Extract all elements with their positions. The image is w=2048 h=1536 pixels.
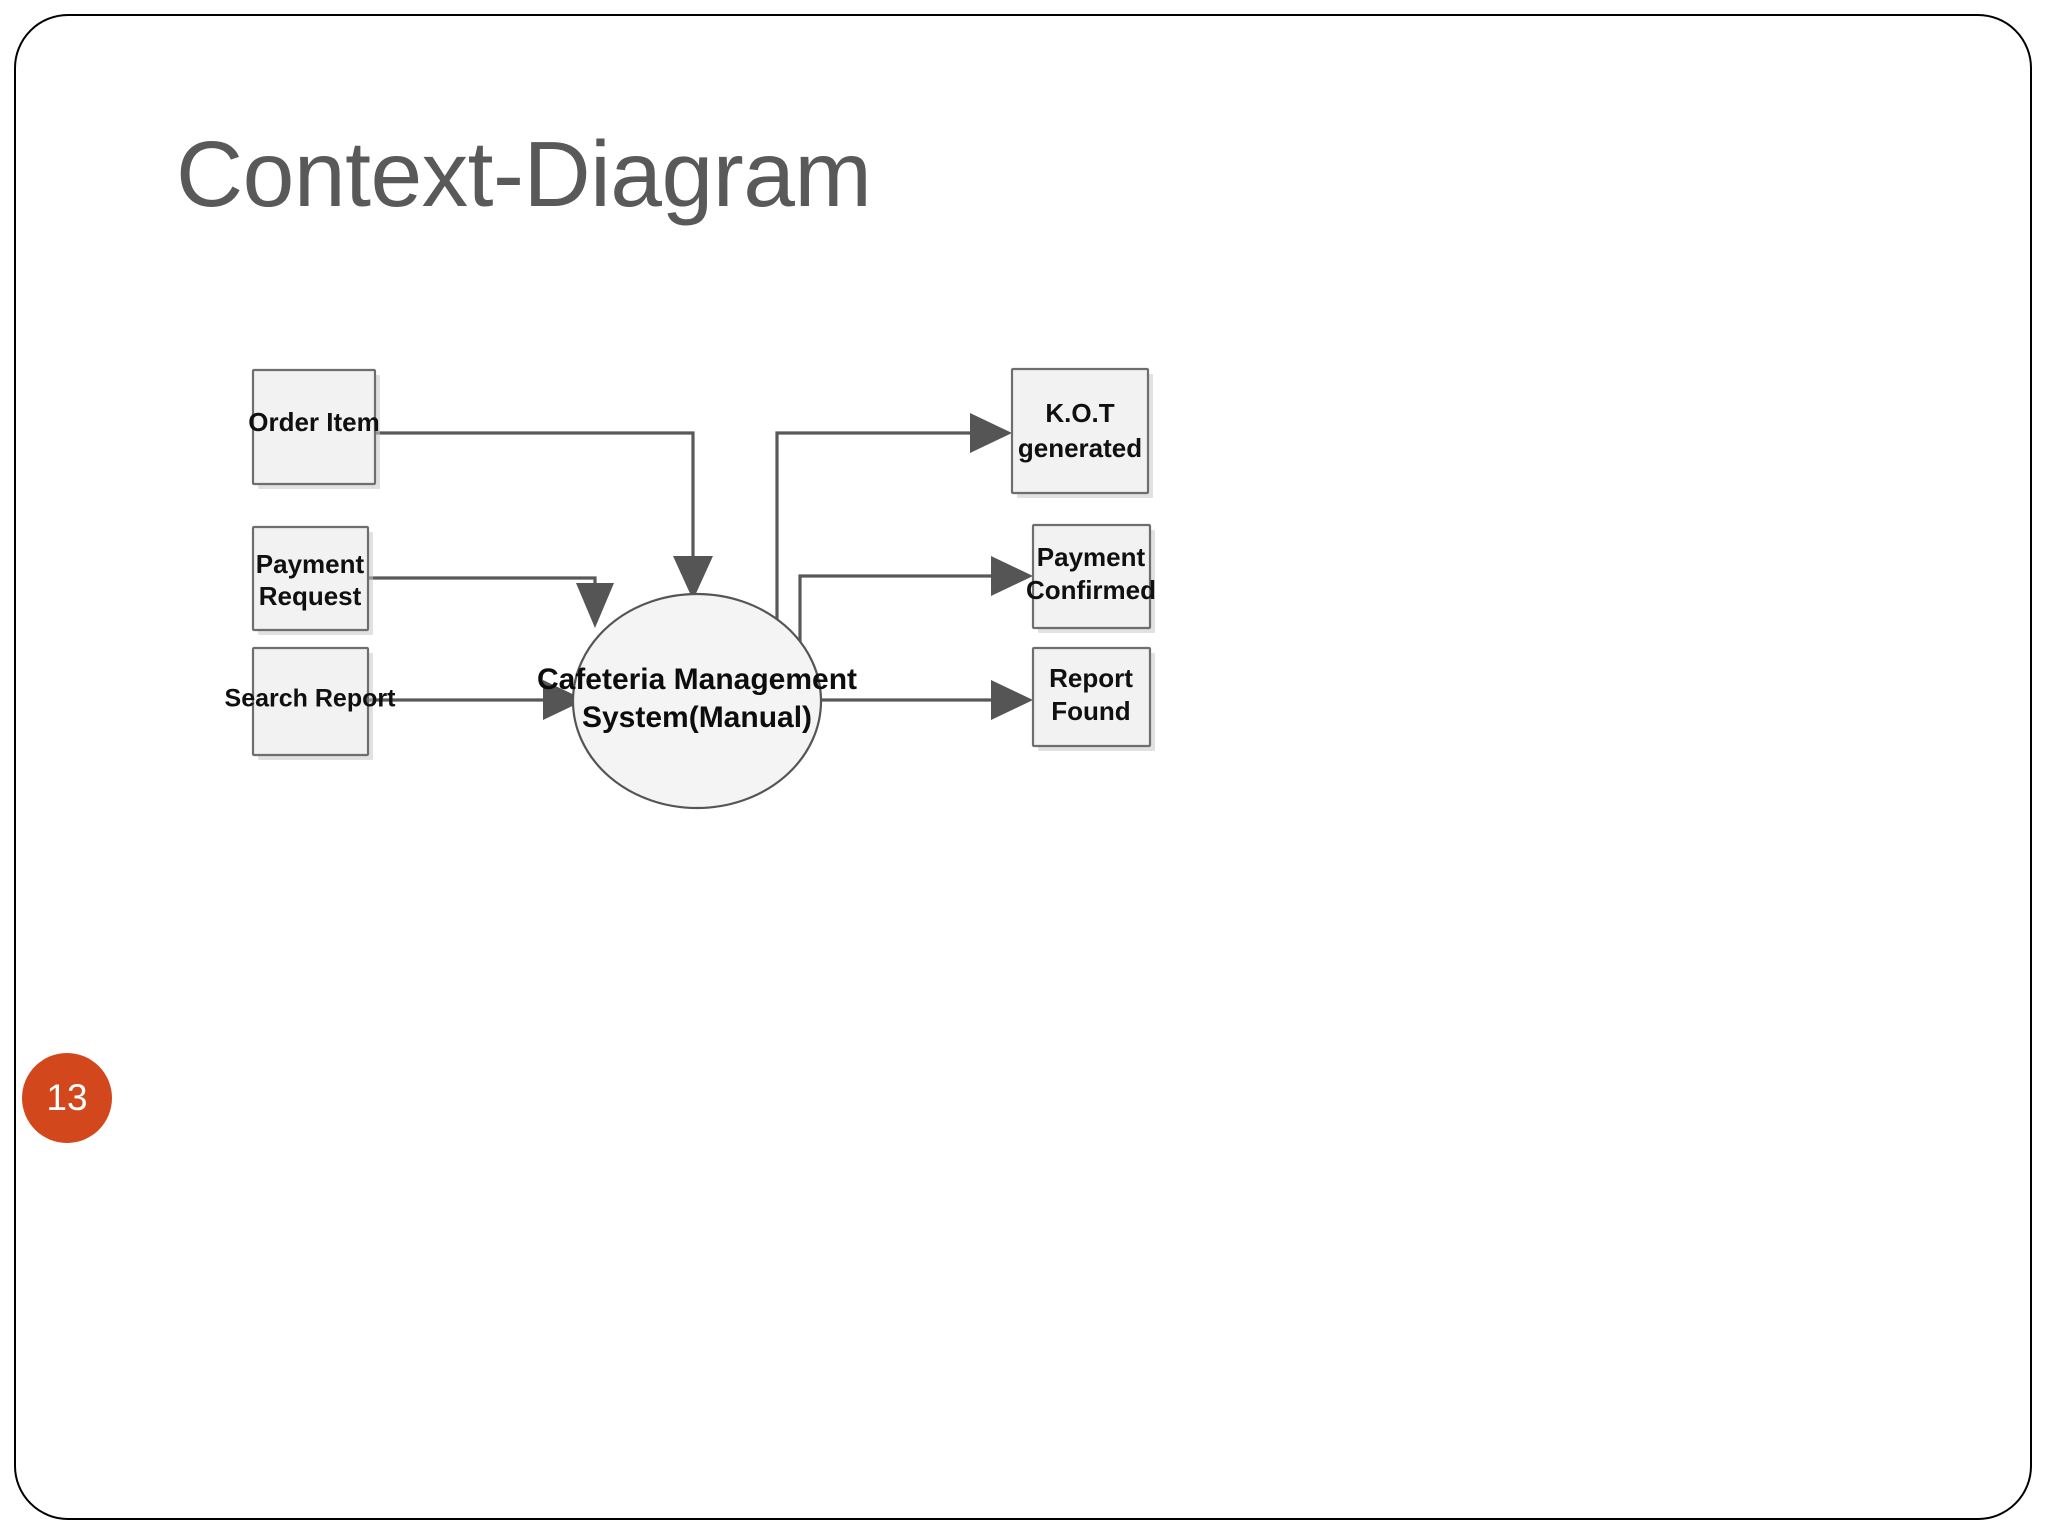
entity-search-report-label: Search Report xyxy=(225,685,397,713)
entity-report-found-label-line2: Found xyxy=(1051,696,1130,726)
page-number-badge: 13 xyxy=(22,1053,112,1143)
entity-payment-confirmed[interactable]: Payment Confirmed xyxy=(1026,523,1156,633)
arrowhead-order-item xyxy=(673,556,713,600)
entity-kot-generated[interactable]: K.O.T generated xyxy=(1010,367,1153,498)
entity-order-item[interactable]: Order Item xyxy=(248,368,380,489)
entity-kot-generated-label-line2: generated xyxy=(1018,433,1142,463)
entity-payment-request[interactable]: Payment Request xyxy=(251,525,373,635)
arrowhead-report-found xyxy=(991,680,1033,720)
arrowhead-payment-confirmed xyxy=(991,556,1033,596)
flow-process-to-kot xyxy=(775,431,972,690)
entity-search-report[interactable]: Search Report xyxy=(225,646,397,760)
entity-payment-request-label-line2: Request xyxy=(259,581,362,611)
flow-order-item-to-process xyxy=(375,431,695,560)
process-label-line1: Cafeteria Management xyxy=(537,663,857,696)
arrowhead-kot xyxy=(970,413,1012,453)
entity-payment-confirmed-label-line1: Payment xyxy=(1037,542,1146,572)
entity-payment-request-label-line1: Payment xyxy=(256,549,365,579)
process-node[interactable]: Cafeteria Management System(Manual) xyxy=(537,592,857,810)
input-entities: Order Item Payment Request Search Report xyxy=(225,368,397,760)
output-entities: K.O.T generated Payment Confirmed Report… xyxy=(1010,367,1156,751)
entity-payment-confirmed-label-line2: Confirmed xyxy=(1026,575,1156,605)
process-label-line2: System(Manual) xyxy=(582,701,812,734)
entity-report-found-label-line1: Report xyxy=(1049,663,1133,693)
arrowhead-search-report xyxy=(543,680,585,720)
entity-order-item-label: Order Item xyxy=(248,407,380,437)
flow-payment-request-to-process xyxy=(368,576,597,583)
arrowhead-payment-request xyxy=(576,583,614,628)
entity-kot-generated-label-line1: K.O.T xyxy=(1045,398,1114,428)
page-title: Context-Diagram xyxy=(176,122,872,226)
entity-report-found[interactable]: Report Found xyxy=(1031,646,1155,751)
